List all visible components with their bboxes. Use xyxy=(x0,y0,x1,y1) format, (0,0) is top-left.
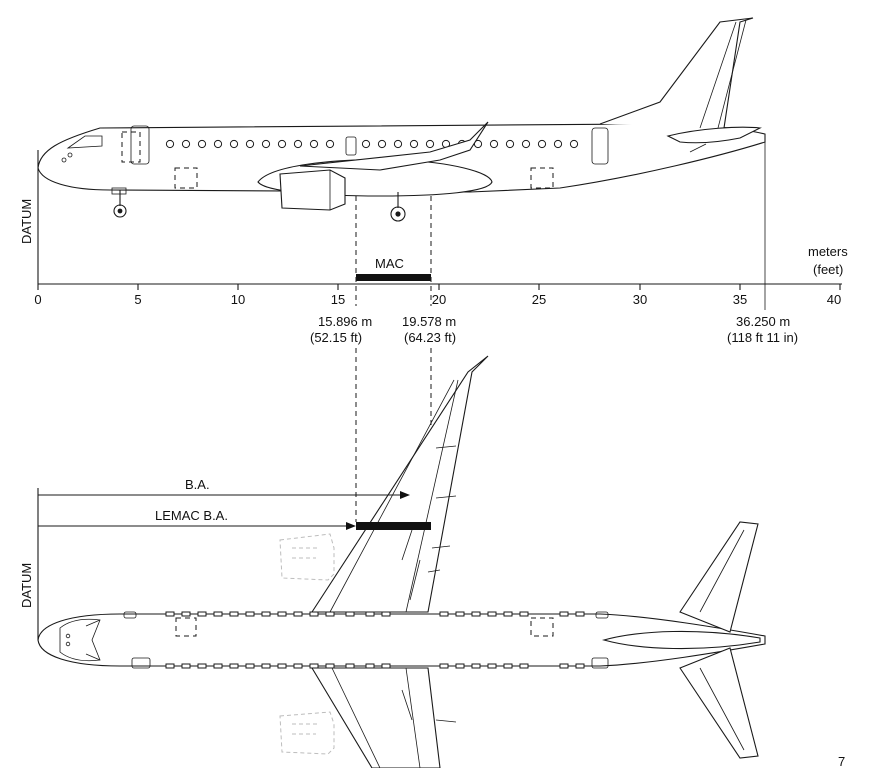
aircraft-side-view xyxy=(37,17,766,222)
scale-tick-label: 5 xyxy=(134,292,141,307)
mac-label: MAC xyxy=(375,256,404,271)
dimension-length-m: 36.250 m xyxy=(736,314,790,329)
scale-ticks xyxy=(37,284,841,290)
scale-tick-label: 10 xyxy=(231,292,245,307)
scale-tick-label: 0 xyxy=(34,292,41,307)
lemac-label: LEMAC B.A. xyxy=(155,508,228,523)
scale-tick-label: 25 xyxy=(532,292,546,307)
scale-tick-labels: 0 5 10 15 20 25 30 35 40 xyxy=(34,292,841,307)
units-label-meters: meters xyxy=(808,244,848,259)
ba-label: B.A. xyxy=(185,477,210,492)
dimension-lemac-ft: (52.15 ft) xyxy=(310,330,362,345)
ba-arrow-head xyxy=(400,491,410,499)
top-windows-upper xyxy=(165,611,585,617)
aircraft-top-view xyxy=(37,355,766,768)
lemac-arrow-head xyxy=(346,522,356,530)
dimension-temac-m: 19.578 m xyxy=(402,314,456,329)
mac-bar-top-view xyxy=(356,522,431,530)
scale-tick-label: 35 xyxy=(733,292,747,307)
scale-tick-label: 20 xyxy=(432,292,446,307)
dimension-lemac-m: 15.896 m xyxy=(318,314,372,329)
dimension-length-ft: (118 ft 11 in) xyxy=(727,330,798,345)
scale-tick-label: 30 xyxy=(633,292,647,307)
scale-tick-label: 15 xyxy=(331,292,345,307)
dimension-temac-ft: (64.23 ft) xyxy=(404,330,456,345)
mac-bar xyxy=(356,274,431,281)
side-windows xyxy=(165,139,579,149)
units-label-feet: (feet) xyxy=(813,262,843,277)
scale-tick-label: 40 xyxy=(827,292,841,307)
top-windows-lower xyxy=(165,663,585,669)
datum-label-top: DATUM xyxy=(19,563,34,608)
datum-label-side: DATUM xyxy=(19,199,34,244)
corner-mark: 7 xyxy=(838,754,845,768)
